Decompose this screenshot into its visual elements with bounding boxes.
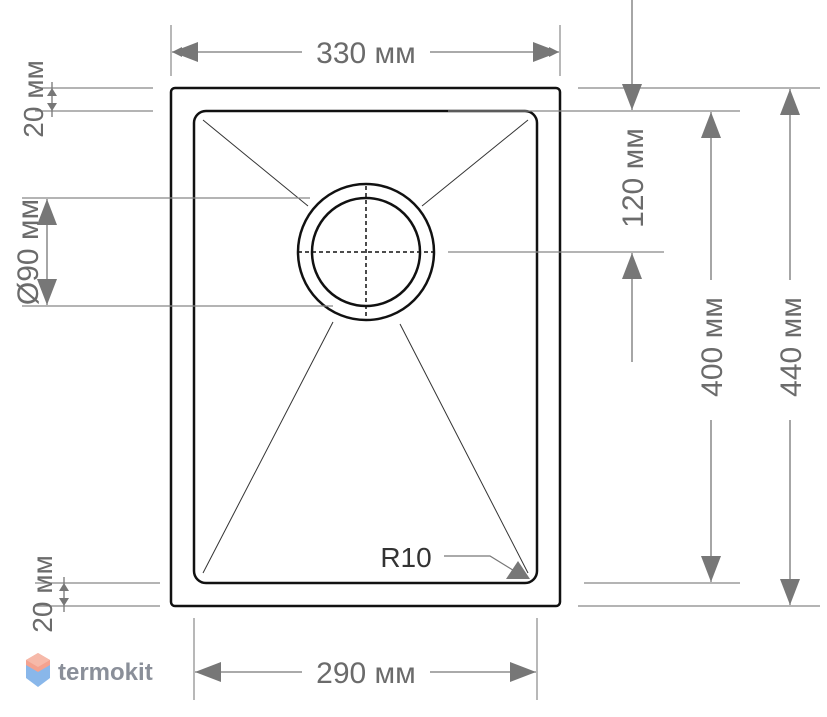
outer-height-label: 440 мм (775, 297, 808, 397)
dim-drain-offset: 120 мм (448, 0, 664, 362)
dim-outer-width: 330 мм (170, 25, 561, 76)
termokit-logo: termokit (26, 653, 153, 687)
drain-offset-label: 120 мм (617, 128, 650, 228)
bottom-rim-label: 20 мм (27, 555, 58, 632)
logo-text: termokit (58, 659, 153, 686)
dim-bottom-rim: 20 мм (27, 555, 160, 633)
corner-radius-callout: R10 (380, 542, 530, 579)
dim-outer-height: 440 мм (578, 87, 820, 607)
logo-gem-icon (26, 653, 50, 687)
top-rim-label: 20 мм (18, 60, 49, 137)
dim-inner-width: 290 мм (193, 618, 538, 700)
outer-rim (169, 86, 562, 608)
inner-bowl (192, 109, 539, 585)
drain (296, 182, 436, 322)
drain-diameter-label: Ø90 мм (12, 199, 45, 305)
sink-outline (169, 86, 562, 608)
bowl-slope-lines (202, 119, 529, 574)
inner-height-label: 400 мм (696, 297, 729, 397)
dim-top-rim: 20 мм (18, 60, 153, 138)
dim-drain-diameter: Ø90 мм (12, 197, 333, 307)
corner-radius-label: R10 (380, 542, 431, 573)
outer-width-label: 330 мм (316, 37, 416, 70)
inner-width-label: 290 мм (316, 657, 416, 690)
dim-inner-height: 400 мм (448, 110, 740, 584)
